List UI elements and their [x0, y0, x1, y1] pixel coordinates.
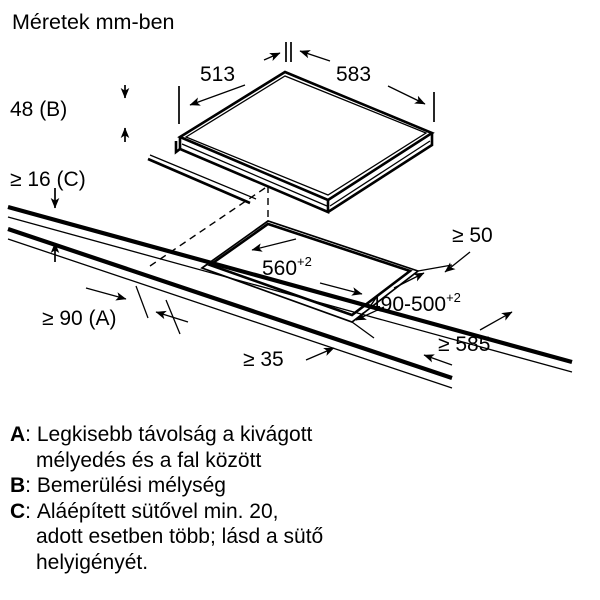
dim-585-arrow-lower	[423, 354, 453, 366]
legend-text-a-line2-row: mélyedés és a fal között	[10, 448, 590, 474]
dim-35-arrow	[305, 347, 335, 361]
legend-item-b: B: Bemerülési mélység	[10, 473, 590, 499]
dimension-min-50: ≥ 50	[444, 224, 493, 273]
dim-min-585-label: ≥ 585	[438, 333, 490, 356]
cooktop-shadow-edge	[147, 157, 251, 205]
dim-48-b-label: 48 (B)	[10, 98, 67, 121]
dimension-min-35: ≥ 35	[243, 347, 335, 371]
worktop-front-edge-inner	[7, 238, 453, 389]
cooktop-top-bevel	[184, 75, 428, 196]
dim-583-arrow-right	[387, 85, 426, 105]
cooktop-plate	[174, 70, 435, 214]
dimension-min-585: ≥ 585	[423, 311, 513, 366]
dim-513-label: 513	[200, 63, 235, 86]
dimension-583: 583	[290, 42, 435, 122]
cooktop-front-left-edge	[178, 137, 330, 214]
dimension-513: 513	[178, 42, 287, 124]
dimension-490-500: 490-500+2	[351, 264, 461, 339]
dim-min-90-a-label: ≥ 90 (A)	[42, 307, 117, 330]
legend-key-c: C	[10, 499, 26, 523]
dim-585-arrow-upper	[479, 311, 513, 331]
cooktop-left-notch	[174, 141, 181, 155]
projection-dashed-line-1	[149, 185, 269, 267]
dim-490-500-label: 490-500+2	[369, 290, 461, 316]
dim-90-extension-left	[135, 285, 149, 319]
dim-90-arrow-right	[85, 287, 127, 301]
dimension-48-b: 48 (B)	[10, 85, 130, 142]
dim-min-50-label: ≥ 50	[452, 224, 493, 247]
cooktop-top-face	[177, 70, 435, 202]
legend-text-c-line3-row: helyigényét.	[10, 550, 590, 576]
dim-90-extension-right	[165, 299, 181, 335]
dim-min-16-c-label: ≥ 16 (C)	[10, 168, 86, 191]
legend-item-a: A: Legkisebb távolság a kivágott	[10, 422, 590, 448]
dimension-min-16-c: ≥ 16 (C)	[10, 168, 86, 262]
dimension-min-90-a: ≥ 90 (A)	[42, 285, 189, 335]
cooktop-shadow-edge-thin	[149, 154, 257, 200]
legend-text-a-line2: mélyedés és a fal között	[36, 448, 262, 472]
dim-513-arrow-left	[189, 84, 246, 106]
dim-490-arrow-downleft	[355, 306, 385, 321]
legend-key-a: A	[10, 423, 26, 446]
legend-text-b-line1: Bemerülési mélység	[36, 474, 226, 497]
dim-513-arrow-right	[263, 52, 281, 61]
dim-490-arrow-upright	[393, 272, 425, 289]
legend-text-c-line2-row: adott esetben több; lásd a sütő	[10, 524, 590, 550]
legend-key-b: B	[10, 474, 26, 497]
cooktop-front-right-edge	[327, 133, 434, 214]
worktop-front-edge	[7, 227, 453, 380]
legend-text-c-line2: adott esetben több; lásd a sütő	[36, 525, 324, 548]
dimension-560: 560+2	[251, 238, 363, 296]
legend-colon-a: :	[25, 423, 32, 446]
worktop-rear-edge	[7, 204, 573, 365]
dim-583-label: 583	[336, 63, 371, 86]
legend-colon-c: :	[25, 499, 32, 523]
dim-560-label: 560+2	[262, 254, 312, 280]
dim-490-extension-bottom	[351, 321, 375, 339]
legend-text-c-line1: Aláépített sütővel min. 20,	[36, 499, 279, 523]
dim-560-arrow-downright	[319, 282, 363, 296]
cooktop-right-face-line	[329, 140, 431, 207]
dim-583-arrow-left	[299, 50, 331, 62]
dim-min-35-label: ≥ 35	[243, 348, 284, 371]
dim-90-arrow-left	[155, 310, 189, 323]
dim-560-arrow-upleft	[251, 238, 297, 252]
cooktop-left-face-line	[181, 143, 328, 207]
legend-colon-b: :	[25, 474, 32, 497]
legend-text-c-line3: helyigényét.	[36, 550, 149, 574]
legend-item-c: C: Aláépített sütővel min. 20,	[10, 499, 590, 525]
dim-50-arrow	[444, 251, 471, 273]
legend: A: Legkisebb távolság a kivágott mélyedé…	[10, 422, 590, 575]
cutout-inner-rect	[207, 222, 413, 317]
legend-text-a-line1: Legkisebb távolság a kivágott	[36, 423, 313, 446]
page-title: Méretek mm-ben	[12, 10, 175, 34]
